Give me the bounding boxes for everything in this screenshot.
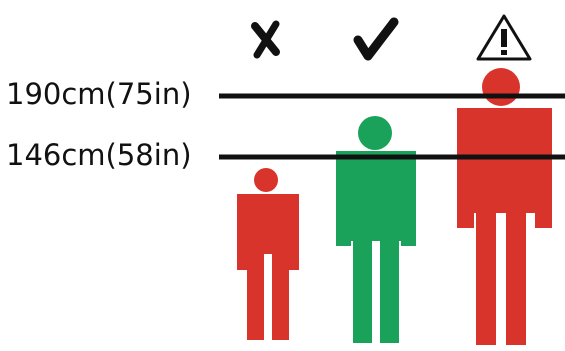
warning-triangle-icon xyxy=(476,14,532,61)
short-person-figure xyxy=(237,168,299,340)
upper-height-label: 190cm(75in) xyxy=(6,77,192,111)
tall-person-figure xyxy=(457,68,552,345)
check-icon xyxy=(353,17,399,61)
cross-icon xyxy=(251,20,280,59)
lower-height-label: 146cm(58in) xyxy=(6,138,192,172)
medium-person-figure xyxy=(336,116,416,343)
